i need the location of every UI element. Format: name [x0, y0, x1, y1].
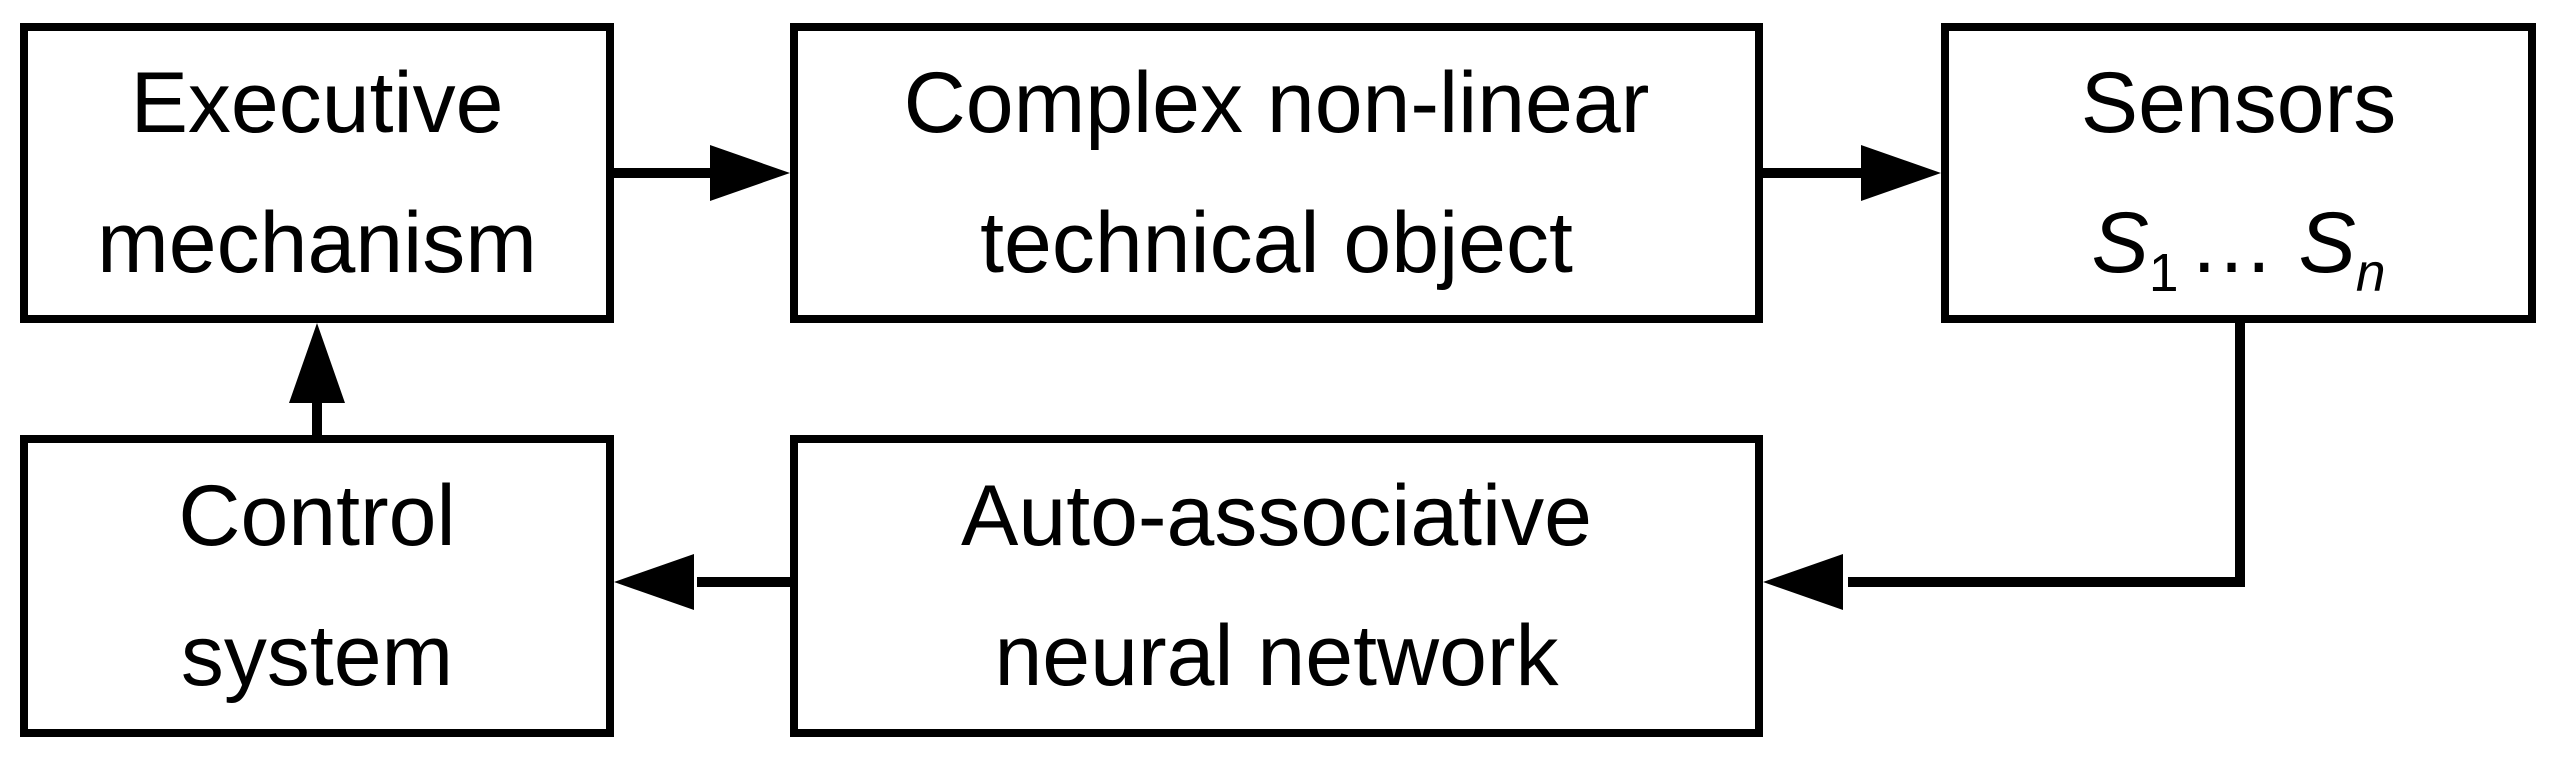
box-label-line: Control — [178, 468, 456, 564]
box-label-line: technical object — [980, 195, 1573, 291]
box-label-line: Complex non-linear — [903, 55, 1650, 151]
ellipsis: … — [2188, 195, 2285, 291]
box-control-system: Control system — [20, 435, 614, 737]
box-sensors: Sensors S1…Sn — [1941, 23, 2536, 323]
box-label-line: Executive — [130, 55, 504, 151]
box-executive-mechanism: Executive mechanism — [20, 23, 614, 323]
arrow-sensors-to-autoassoc — [1763, 323, 2245, 610]
box-complex-nonlinear-technical-object: Complex non-linear technical object — [790, 23, 1763, 323]
box-label-line: Auto-associative — [961, 468, 1592, 564]
arrow-executive-to-complex — [614, 145, 790, 201]
sensor-symbol-last: S — [2298, 195, 2356, 291]
box-label-line: Sensors — [2080, 55, 2397, 151]
arrow-control-to-executive — [289, 323, 345, 435]
box-label-line: mechanism — [97, 195, 537, 291]
box-label-line: system — [180, 608, 454, 704]
arrow-complex-to-sensors — [1763, 145, 1941, 201]
sensor-subscript-last: n — [2355, 243, 2386, 303]
sensor-symbol-first: S — [2091, 195, 2149, 291]
arrow-autoassoc-to-control — [614, 554, 790, 610]
box-auto-associative-neural-network: Auto-associative neural network — [790, 435, 1763, 737]
sensor-subscript-first: 1 — [2148, 243, 2179, 303]
sensors-range-formula: S1…Sn — [2091, 173, 2385, 313]
box-label-line: neural network — [994, 608, 1559, 704]
